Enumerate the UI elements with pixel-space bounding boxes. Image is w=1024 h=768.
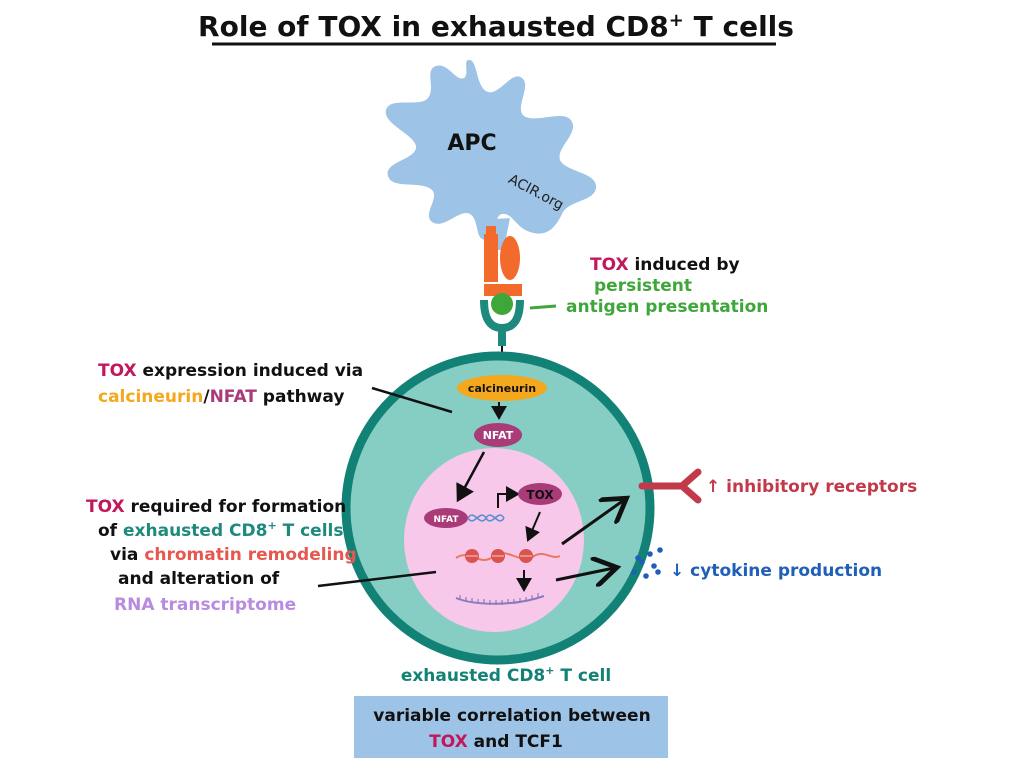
nfat-dna-label: NFAT <box>433 515 459 525</box>
inhibitory-receptors-label: ↑ inhibitory receptors <box>706 477 917 497</box>
calcineurin-node <box>457 375 547 401</box>
note-required-line4: and alteration of <box>118 569 280 589</box>
tcr-stem <box>498 326 506 346</box>
note-required-line5: RNA transcriptome <box>114 595 296 615</box>
arrow-nfat-to-dna <box>456 451 486 503</box>
inhibitory-receptor-icon <box>638 468 702 504</box>
cell-label: exhausted CD8+ T cell <box>401 664 611 686</box>
diagram-title: Role of TOX in exhausted CD8+ T cells <box>198 10 794 43</box>
arrow-tox-to-chromatin <box>525 511 541 542</box>
cytokine-production-label: ↓ cytokine production <box>670 561 882 581</box>
nfat-dna-node <box>424 508 468 528</box>
calcineurin-label: calcineurin <box>468 382 536 395</box>
tcr-bar <box>484 284 522 296</box>
tox-node <box>518 483 562 505</box>
apc-label: APC <box>447 131 496 156</box>
nfat-node <box>474 423 522 447</box>
antigen-pointer <box>529 304 557 310</box>
arrow-to-cytokine <box>555 568 614 580</box>
note-expression-line1: TOX expression induced via <box>98 361 363 381</box>
footer-line1: variable correlation between <box>373 706 650 726</box>
note-required-line2: of exhausted CD8+ T cells <box>98 519 344 541</box>
note-expression-line2: calcineurin/NFAT pathway <box>98 387 344 407</box>
tox-label: TOX <box>526 488 554 502</box>
rna-transcript <box>455 593 545 605</box>
note-induced-line3: antigen presentation <box>566 297 768 317</box>
footer-box <box>354 696 668 758</box>
pointer-expression <box>371 386 453 414</box>
cytokine-dots-icon <box>631 547 663 579</box>
note-induced-line2: persistent <box>594 276 692 296</box>
pointer-required <box>317 570 437 588</box>
promoter-arrow <box>497 486 520 508</box>
note-induced-line1: TOX induced by <box>590 255 740 275</box>
arrow-to-inhibitory <box>561 500 624 546</box>
dna-helix <box>467 514 505 522</box>
note-required-line1: TOX required for formation <box>86 497 346 517</box>
mhc-complex <box>484 226 520 282</box>
note-required-line3: via chromatin remodeling <box>110 545 357 565</box>
antigen-dot <box>491 293 513 315</box>
chromatin <box>455 549 561 563</box>
footer-line2: TOX and TCF1 <box>429 732 563 752</box>
nfat-label: NFAT <box>483 429 514 442</box>
